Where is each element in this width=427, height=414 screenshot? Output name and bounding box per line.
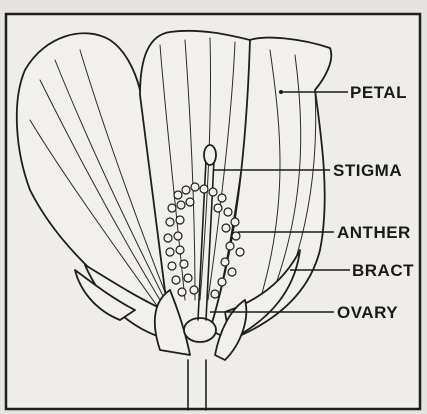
stigma — [204, 145, 216, 165]
label-bract: BRACT — [352, 261, 414, 280]
label-anther: ANTHER — [337, 223, 411, 242]
label-petal: PETAL — [350, 83, 407, 102]
ovary — [184, 318, 216, 342]
petal-pointer — [279, 90, 283, 94]
label-ovary: OVARY — [337, 303, 398, 322]
label-stigma: STIGMA — [333, 161, 402, 180]
